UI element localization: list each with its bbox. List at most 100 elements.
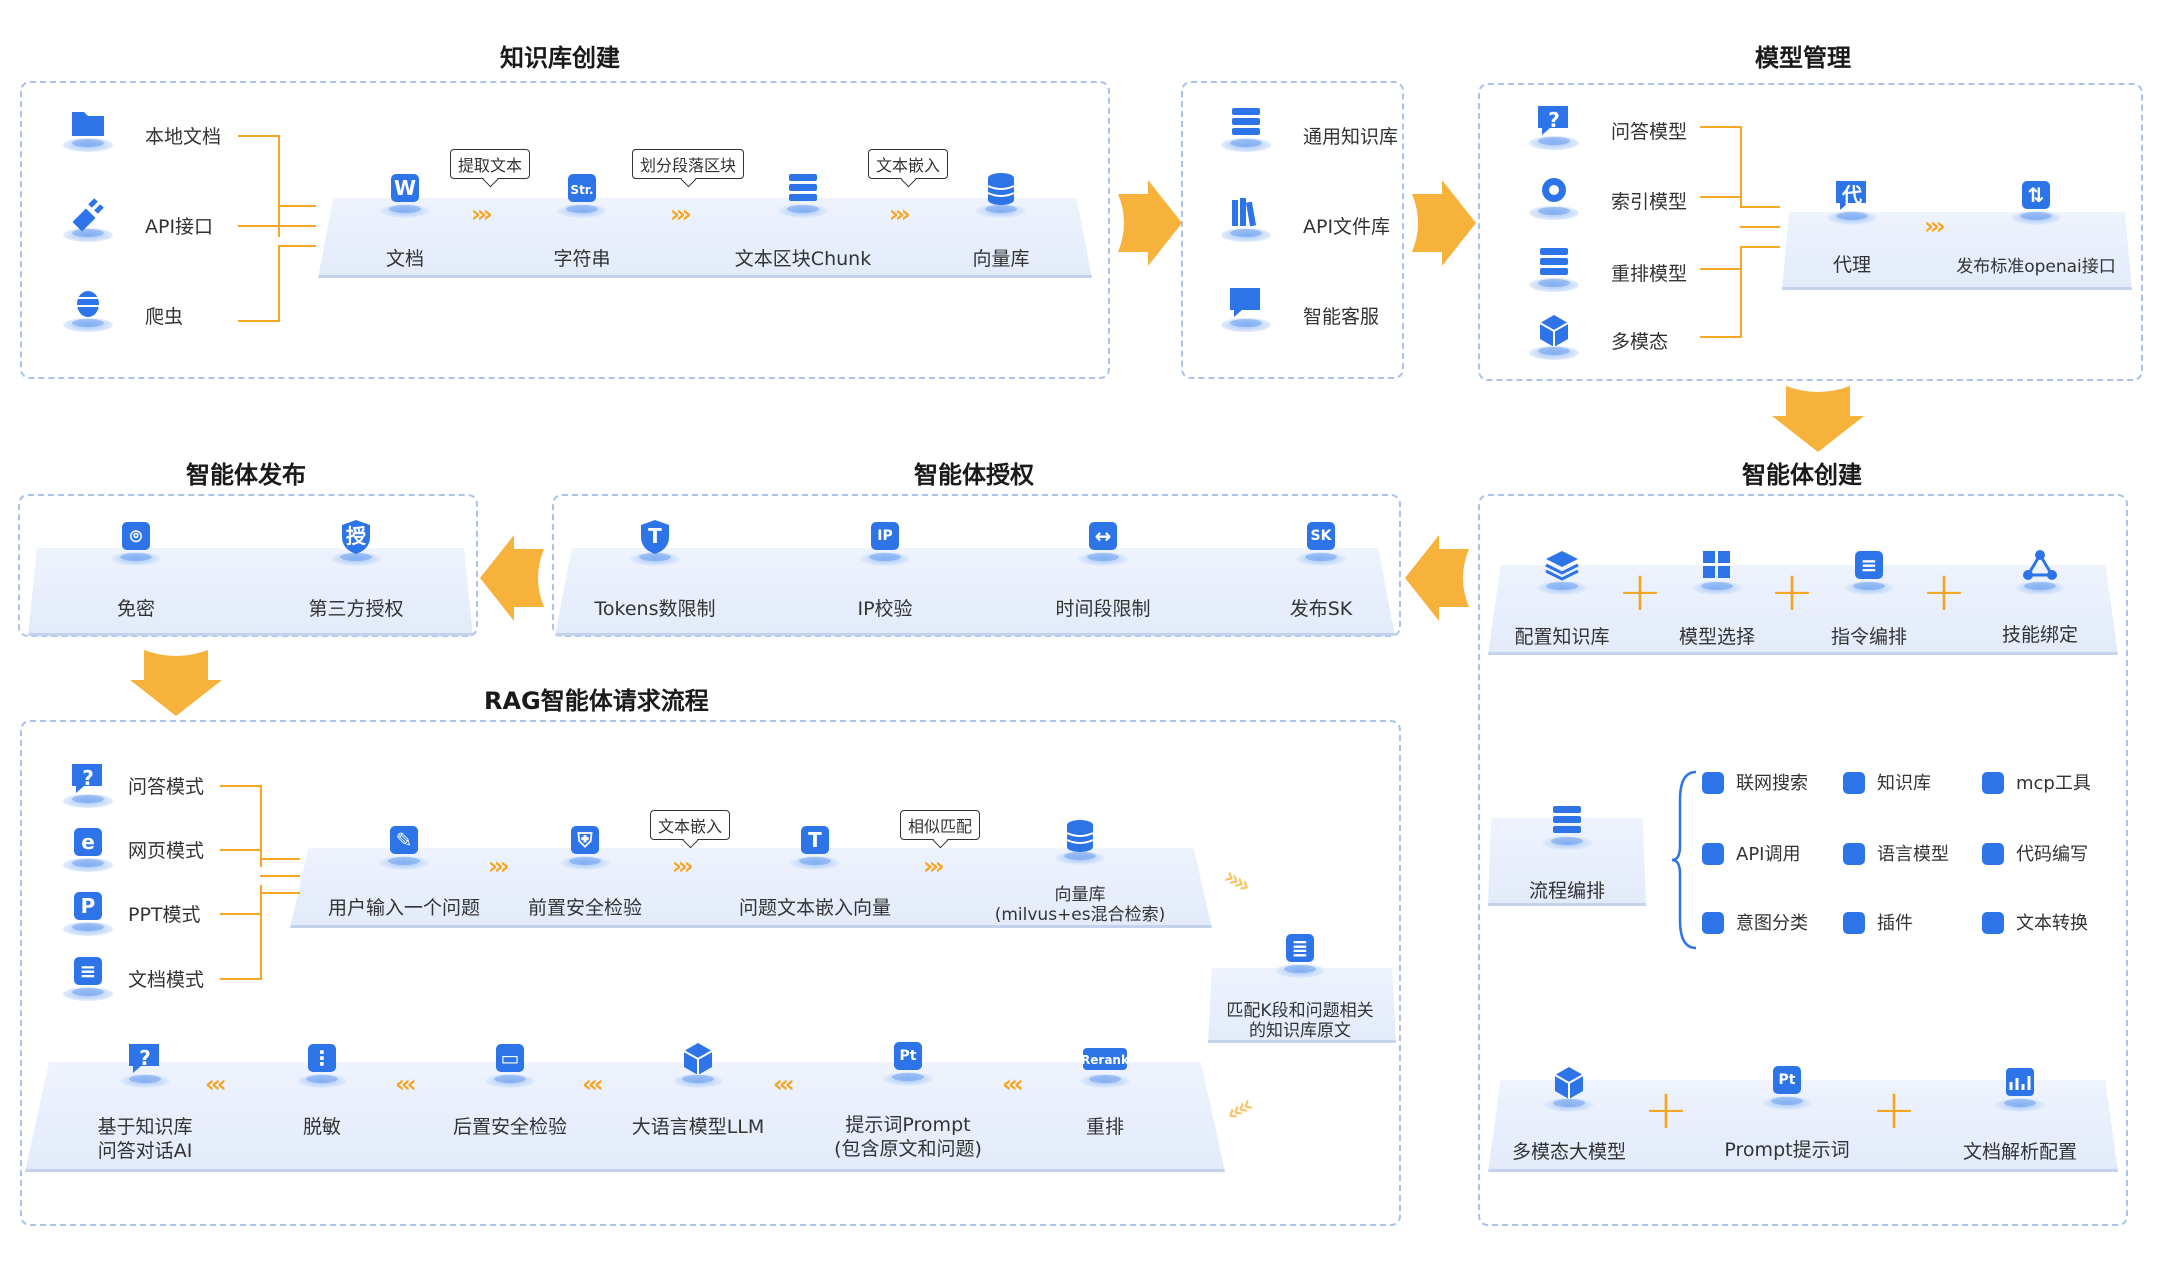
icon-glyph: SK	[1310, 528, 1332, 544]
create-prompt: Pt	[1737, 1060, 1837, 1160]
connector-line	[260, 858, 300, 860]
rag-step-label: 重排	[1085, 1116, 1125, 1138]
create-skill-bind	[1990, 545, 2090, 645]
auth-label: 发布SK	[1289, 598, 1353, 620]
connector-line	[238, 225, 278, 227]
connector-line	[1740, 206, 1780, 208]
rag-step-label: (包含原文和问题)	[834, 1138, 982, 1160]
rag-match-label: 匹配K段和问题相关	[1226, 1001, 1374, 1021]
auth-time: ↔	[1053, 516, 1153, 616]
icon-glyph: e	[81, 830, 95, 854]
icon-glyph: ?	[82, 766, 94, 790]
shield-icon: 授	[330, 516, 382, 568]
auth-tokens: T	[605, 516, 705, 616]
flow-chevrons: ‹‹‹	[395, 1070, 417, 1098]
database-icon	[975, 168, 1027, 220]
rag-mode-doc: ≡	[38, 951, 138, 1051]
plus-sign: +	[1871, 1078, 1917, 1141]
bubble-similar-match: 相似匹配	[899, 810, 981, 840]
create-label: 文档解析配置	[1962, 1141, 2078, 1163]
rag-mode-label: 网页模式	[128, 840, 205, 862]
model-label: 重排模型	[1611, 263, 1688, 285]
chunk-icon	[777, 168, 829, 220]
flow-chevrons: ›››	[488, 852, 510, 880]
rag-mode-qa: ?	[38, 758, 138, 858]
rag-user-input: ✎	[354, 820, 454, 920]
tool-mcp: mcp工具	[1982, 769, 2091, 795]
connector-line	[220, 849, 260, 851]
model-label: 索引模型	[1611, 191, 1688, 213]
rag-desensitize: ⋮	[272, 1038, 372, 1138]
publish-no-password: ⌾	[86, 516, 186, 616]
rag-mode-web: e	[38, 822, 138, 922]
flow-chevrons: ‹‹‹	[205, 1070, 227, 1098]
tool-code: 代码编写	[1982, 840, 2088, 866]
chat-icon: ?	[62, 758, 114, 810]
icon-glyph: ⛨	[577, 828, 593, 852]
rag-step-label: 前置安全检验	[527, 897, 643, 919]
section-title-rag-flow: RAG智能体请求流程	[484, 687, 709, 715]
rag-step-label: 用户输入一个问题	[327, 897, 481, 919]
plug-icon	[62, 192, 114, 244]
categories-icon	[1702, 912, 1724, 934]
icon-glyph: Rerank	[1081, 1053, 1129, 1067]
rag-mode-label: 问答模式	[128, 776, 205, 798]
tools-brace	[1671, 770, 1697, 950]
panel-agent-auth	[552, 494, 1401, 637]
connector-line	[238, 245, 280, 322]
icon-glyph: ≣	[1291, 936, 1309, 960]
plus-sign: +	[1769, 560, 1815, 623]
model-proxy: 代	[1802, 175, 1902, 275]
flow-chevrons: ›››	[923, 852, 945, 880]
connector-line	[260, 892, 300, 894]
app-label: API文件库	[1303, 216, 1391, 238]
auth-ip: IP	[835, 516, 935, 616]
connector-line	[278, 205, 316, 207]
rag-mode-ppt: P	[38, 886, 138, 986]
chat-icon	[1220, 282, 1272, 334]
kb-source-label: 爬虫	[145, 306, 184, 328]
model-qa: ?	[1504, 100, 1604, 200]
create-flow	[1517, 800, 1617, 900]
str-icon: Str.	[556, 168, 608, 220]
rag-match-label: 的知识库原文	[1249, 1021, 1351, 1041]
proxy-icon: 代	[1826, 175, 1878, 227]
pt-icon: Pt	[882, 1036, 934, 1088]
big-arrow-right	[1118, 180, 1182, 266]
create-config-kb	[1512, 545, 1612, 645]
folder-icon	[62, 102, 114, 154]
create-label: 技能绑定	[2001, 624, 2079, 646]
flow-chevrons: ›››	[1924, 212, 1946, 240]
tool-text-convert: 文本转换	[1982, 909, 2088, 935]
icon-glyph: Pt	[1778, 1072, 1796, 1088]
platform-auth	[555, 548, 1395, 636]
convert-icon	[1982, 912, 2004, 934]
model-publish-api: ⇅	[1986, 175, 2086, 275]
flow-chevrons: ‹‹‹	[582, 1070, 604, 1098]
ppt-icon: P	[62, 886, 114, 938]
app-label: 通用知识库	[1303, 126, 1399, 148]
icon-glyph: ?	[139, 1046, 151, 1070]
panel-apps	[1181, 81, 1404, 379]
platform-model-publish	[1782, 212, 2132, 290]
kb-step-label: 向量库	[972, 248, 1030, 270]
connector-line	[1700, 126, 1742, 208]
word-icon: W	[379, 168, 431, 220]
shield-icon: ⛨	[559, 820, 611, 872]
rag-step-label: (milvus+es混合检索)	[994, 905, 1166, 925]
kb-step-vector	[951, 168, 1051, 268]
auth-label: Tokens数限制	[594, 598, 716, 620]
rag-mode-label: 文档模式	[128, 969, 205, 991]
pt-icon: Pt	[1761, 1060, 1813, 1112]
kb-source-crawler	[38, 282, 138, 382]
model-rerank	[1504, 242, 1604, 342]
model-proxy-label: 代理	[1832, 254, 1872, 276]
section-title-agent-auth: 智能体授权	[914, 461, 1034, 489]
text-icon: T	[789, 820, 841, 872]
section-title-agent-create: 智能体创建	[1742, 461, 1862, 489]
create-multimodal	[1519, 1062, 1619, 1162]
ip-icon: IP	[859, 516, 911, 568]
kb-source-label: API接口	[145, 216, 214, 238]
panel-agent-create	[1478, 494, 2128, 1226]
connector-line	[278, 225, 316, 227]
